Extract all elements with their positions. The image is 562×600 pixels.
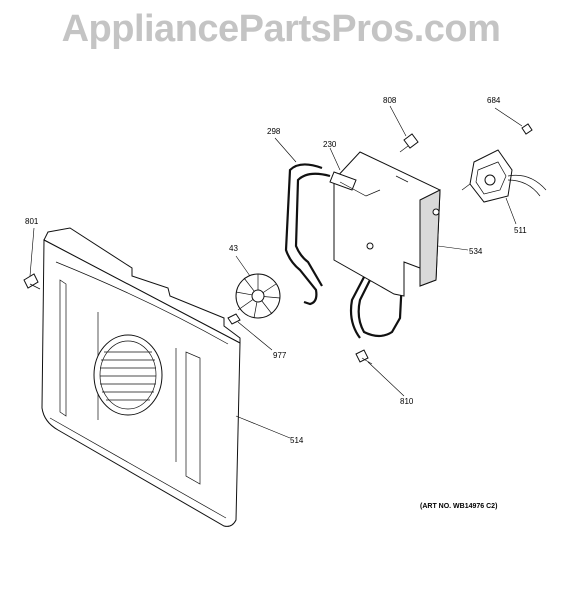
callout-298: 298 — [267, 127, 281, 136]
callout-514: 514 — [290, 436, 304, 445]
callout-534: 534 — [469, 247, 483, 256]
callout-684: 684 — [487, 96, 501, 105]
fan-grille — [93, 334, 163, 416]
nut-977[interactable] — [227, 313, 241, 325]
fan-motor-511[interactable] — [461, 149, 547, 203]
element-housing-534[interactable] — [333, 151, 441, 297]
callout-511: 511 — [514, 226, 527, 235]
callout-801: 801 — [25, 217, 39, 226]
rear-panel-514[interactable] — [41, 227, 241, 527]
callout-230: 230 — [323, 140, 337, 149]
art-number: (ART NO. WB14976 C2) — [420, 503, 497, 510]
callout-808: 808 — [383, 96, 397, 105]
screw-801[interactable] — [23, 273, 41, 290]
leader-lines — [29, 105, 523, 439]
clip-230[interactable] — [329, 171, 381, 197]
callout-977: 977 — [273, 351, 287, 360]
callout-43: 43 — [229, 244, 238, 253]
watermark-logo: AppliancePartsPros.com — [61, 8, 501, 50]
screw-810[interactable] — [355, 349, 373, 365]
callout-810: 810 — [400, 397, 414, 406]
screw-684[interactable] — [521, 123, 533, 135]
fan-blade-43[interactable] — [235, 273, 281, 319]
screw-808[interactable] — [399, 133, 419, 153]
